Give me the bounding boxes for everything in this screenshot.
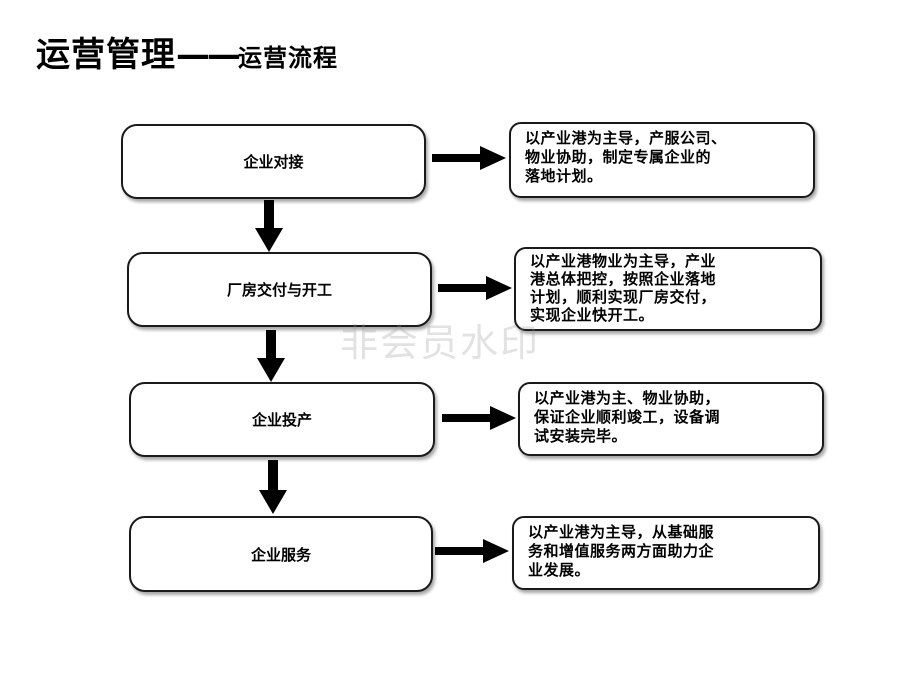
note-line: 计划，顺利实现厂房交付， — [530, 288, 717, 306]
page-title: 运营管理——运营流程 — [36, 38, 338, 72]
note-line: 以产业港为主导，从基础服 — [528, 523, 715, 541]
step-label: 企业投产 — [251, 411, 312, 429]
down-arrow-1 — [255, 200, 283, 252]
note-enterprise-docking: 以产业港为主导，产服公司、 物业协助，制定专属企业的 落地计划。 — [509, 122, 815, 198]
note-line: 港总体把控，按照企业落地 — [530, 270, 717, 288]
note-line: 实现企业快开工。 — [530, 306, 655, 324]
note-enterprise-service: 以产业港为主导，从基础服 务和增值服务两方面助力企 业发展。 — [512, 516, 820, 590]
note-line: 试安装完毕。 — [534, 427, 628, 445]
step-enterprise-docking: 企业对接 — [121, 124, 426, 199]
watermark: 非会员水印 — [340, 321, 541, 365]
note-factory-delivery: 以产业港物业为主导，产业 港总体把控，按照企业落地 计划，顺利实现厂房交付， 实… — [514, 247, 822, 331]
right-arrow-1 — [432, 146, 506, 170]
note-line: 落地计划。 — [525, 167, 603, 185]
note-line: 业发展。 — [528, 561, 591, 579]
step-enterprise-production: 企业投产 — [129, 382, 435, 457]
right-arrow-4 — [435, 539, 509, 563]
right-arrow-3 — [442, 406, 516, 430]
note-enterprise-production: 以产业港为主、物业协助， 保证企业顺利竣工，设备调 试安装完毕。 — [518, 382, 824, 456]
note-line: 物业协助，制定专属企业的 — [525, 148, 712, 166]
down-arrow-2 — [257, 330, 285, 382]
right-arrow-2 — [438, 276, 512, 300]
step-label: 企业对接 — [243, 153, 304, 171]
note-line: 保证企业顺利竣工，设备调 — [534, 408, 721, 426]
title-main: 运营管理 — [36, 35, 176, 75]
title-dash: —— — [176, 35, 241, 75]
step-label: 厂房交付与开工 — [226, 281, 332, 299]
note-line: 以产业港为主、物业协助， — [534, 389, 721, 407]
title-sub: 运营流程 — [238, 44, 338, 72]
step-enterprise-service: 企业服务 — [129, 516, 433, 592]
down-arrow-3 — [259, 460, 287, 514]
step-factory-delivery: 厂房交付与开工 — [127, 252, 432, 327]
step-label: 企业服务 — [250, 545, 311, 564]
note-line: 以产业港物业为主导，产业 — [530, 252, 717, 270]
note-line: 务和增值服务两方面助力企 — [528, 542, 715, 560]
note-line: 以产业港为主导，产服公司、 — [525, 129, 727, 147]
